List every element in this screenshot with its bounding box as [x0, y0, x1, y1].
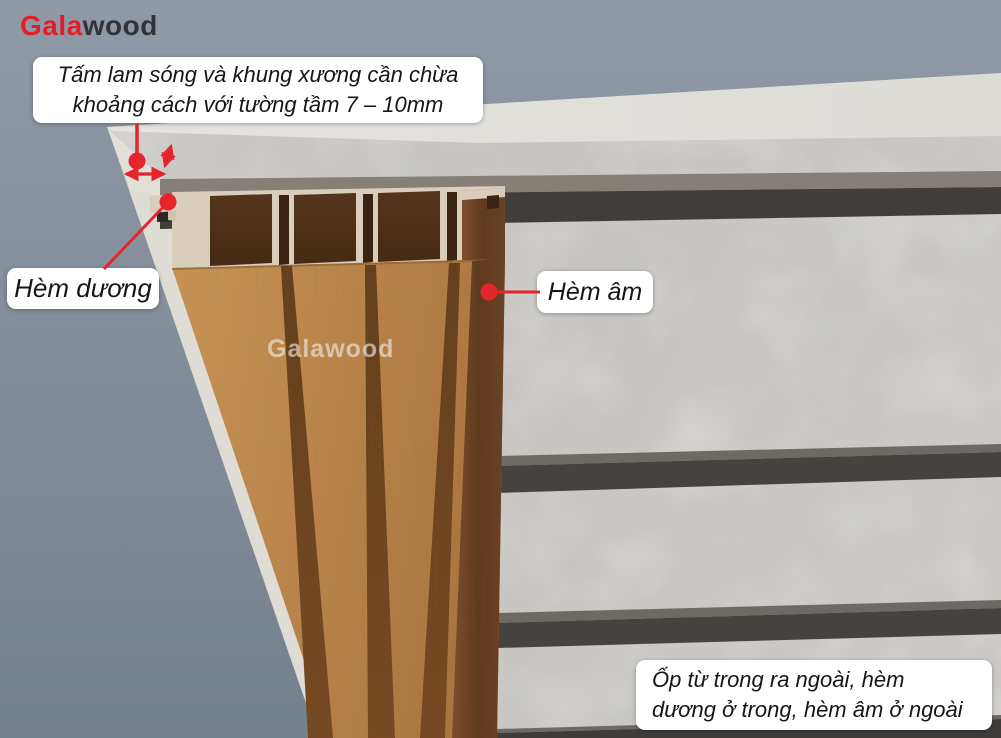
watermark-text: Galawood: [267, 335, 395, 363]
hem-duong-text: Hèm dương: [14, 273, 152, 303]
wall-top-edge-face: [107, 73, 1001, 143]
batten-front-face-3: [497, 608, 1001, 648]
label-hem-duong: Hèm dương: [7, 268, 159, 309]
panel-tongue-hem-duong: [150, 194, 176, 213]
hem-am-text: Hèm âm: [547, 277, 643, 306]
panel-groove-slot-3: [447, 192, 457, 261]
batten-top-face-3: [497, 600, 1001, 623]
wood-grain-texture: [172, 258, 505, 738]
panel-groove-slot-1: [279, 195, 289, 265]
install-note-line-1: Ốp từ trong ra ngoài, hèm: [652, 667, 905, 692]
batten-top-face-2: [497, 444, 1001, 466]
wall-left-edge-strip: [129, 190, 332, 738]
panel-hollow-cell-1: [210, 194, 272, 266]
label-hem-am: Hèm âm: [537, 271, 653, 313]
callout-install-note: Ốp từ trong ra ngoài, hèm dương ở trong,…: [636, 660, 992, 730]
panel-hollow-cell-2: [294, 193, 356, 264]
gap-note-line-1: Tấm lam sóng và khung xương cần chừa: [57, 62, 459, 87]
install-note-line-2: dương ở trong, hèm âm ở ngoài: [652, 697, 963, 722]
brand-logo-gala: Gala: [20, 10, 83, 41]
panel-tongue-hook: [168, 211, 176, 221]
gap-note-line-2: khoảng cách với tường tầm 7 – 10mm: [72, 92, 444, 117]
batten-front-face-2: [497, 452, 1001, 493]
brand-logo-wood: wood: [82, 10, 158, 41]
brand-logo: Galawood: [20, 12, 158, 40]
panel-hollow-cell-3: [378, 191, 440, 262]
panel-notch-hem-am: [487, 195, 499, 209]
callout-gap-note: Tấm lam sóng và khung xương cần chừa kho…: [33, 57, 483, 123]
panel-groove-slot-2: [363, 194, 373, 263]
